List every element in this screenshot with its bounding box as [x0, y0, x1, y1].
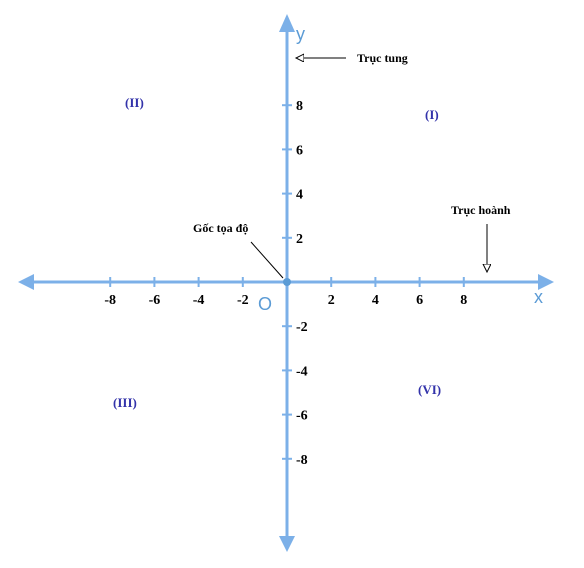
- origin-label: O: [258, 294, 272, 314]
- y-tick-label: -8: [296, 453, 308, 468]
- y-tick-label: 4: [296, 188, 303, 203]
- x-tick-label: 4: [372, 293, 379, 308]
- y-axis-ticks: 8 6 4 2 -2 -4 -6 -8: [282, 99, 308, 468]
- x-tick-label: -2: [237, 293, 249, 308]
- x-axis-right-arrow-icon: [538, 274, 554, 290]
- x-tick-label: -8: [104, 293, 116, 308]
- x-axis-annotation: Trục hoành: [451, 203, 511, 217]
- y-axis-bottom-arrow-icon: [279, 536, 295, 552]
- x-tick-label: 8: [460, 293, 467, 308]
- y-tick-label: 8: [296, 99, 303, 114]
- origin-point: [283, 278, 291, 286]
- origin-annotation: Gốc tọa độ: [193, 221, 248, 235]
- x-tick-label: 2: [328, 293, 335, 308]
- quadrant-2-label: (II): [125, 95, 144, 110]
- x-axis-name: x: [534, 287, 543, 307]
- x-tick-label: 6: [416, 293, 423, 308]
- quadrant-1-label: (I): [425, 107, 439, 122]
- y-tick-label: -4: [296, 364, 308, 379]
- quadrant-3-label: (III): [113, 395, 137, 410]
- y-axis-name: y: [296, 24, 305, 44]
- y-axis-top-arrow-icon: [279, 14, 295, 32]
- x-tick-label: -4: [193, 293, 205, 308]
- x-tick-label: -6: [149, 293, 161, 308]
- origin-pointer-line: [250, 241, 284, 279]
- y-tick-label: 6: [296, 143, 303, 158]
- y-tick-label: -6: [296, 409, 308, 424]
- x-axis-left-arrow-icon: [18, 274, 34, 290]
- y-tick-label: -2: [296, 320, 308, 335]
- quadrant-4-label: (VI): [418, 382, 441, 397]
- y-axis-annotation: Trục tung: [357, 51, 408, 65]
- y-tick-label: 2: [296, 232, 303, 247]
- x-axis-ticks: -8 -6 -4 -2 2 4 6 8: [104, 277, 467, 308]
